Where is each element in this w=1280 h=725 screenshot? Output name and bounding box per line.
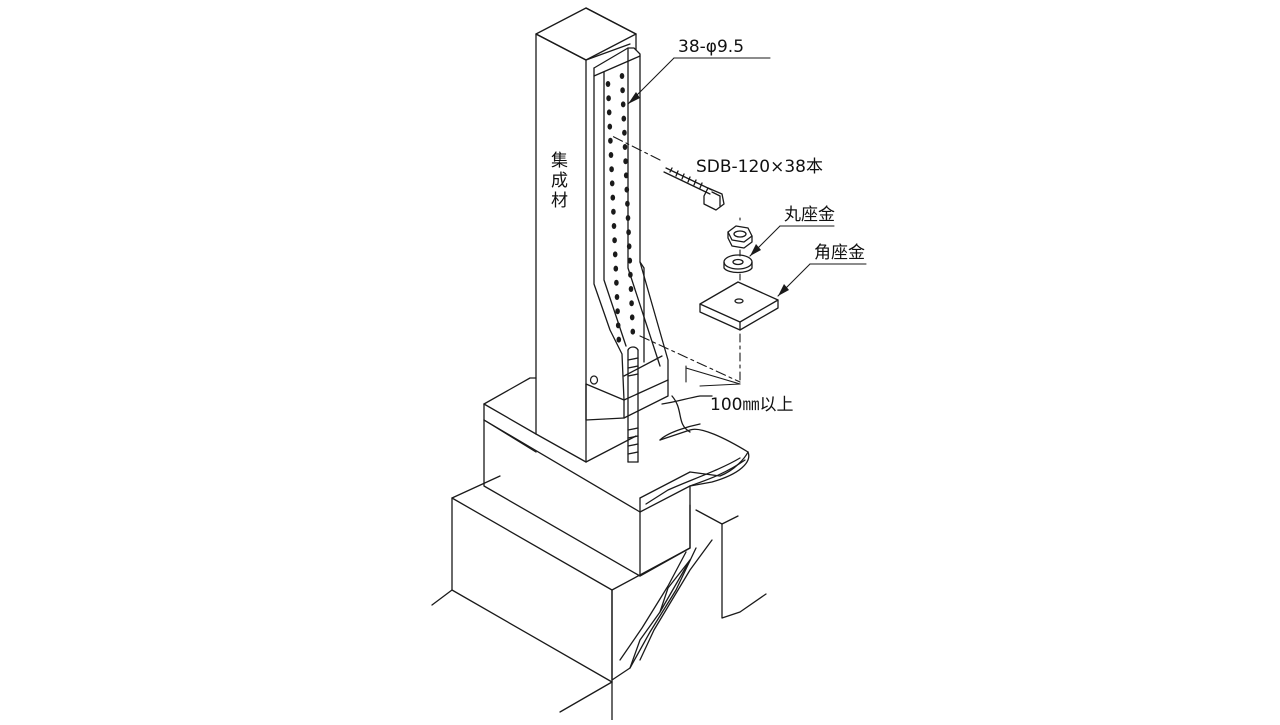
anchor-bolt	[627, 346, 639, 463]
dimension-lines	[611, 135, 741, 387]
bracket-hole	[624, 186, 630, 193]
round-washer-label: 丸座金	[784, 205, 835, 225]
bracket-hole	[629, 300, 634, 307]
bracket-hole	[628, 286, 634, 292]
bracket-hole	[622, 129, 627, 136]
bracket-pin-hole	[589, 375, 599, 385]
column-label-char-3: 材	[551, 191, 568, 211]
bracket-hole	[606, 95, 611, 102]
bracket-hole	[630, 328, 636, 335]
screw-spec-label: SDB-120×38本	[696, 157, 823, 177]
bracket-hole	[619, 73, 625, 79]
bracket-hole	[625, 215, 631, 221]
bracket-hole	[623, 172, 629, 179]
bracket-hole	[616, 336, 622, 343]
column-label-char-1: 集	[551, 151, 568, 171]
bracket-hole	[626, 243, 632, 250]
bracket-hole	[615, 308, 620, 315]
bracket-hole	[608, 152, 614, 158]
bracket-hole	[615, 322, 621, 329]
bracket-hole	[629, 314, 635, 321]
bracket-hole	[607, 123, 613, 130]
round-washer	[723, 254, 753, 274]
bracket-hole	[620, 87, 625, 94]
bracket-hole	[620, 101, 626, 108]
bracket-hole	[611, 223, 617, 229]
bracket-hole	[626, 229, 631, 236]
bracket-hole	[613, 265, 619, 272]
bracket-hole	[609, 166, 614, 173]
bracket-hole	[628, 271, 633, 278]
bracket-hole	[621, 115, 627, 122]
bracket-hole	[623, 158, 628, 165]
bracket-hole	[622, 144, 628, 150]
square-washer	[699, 281, 779, 331]
bracket-hole	[627, 257, 633, 264]
edge-distance-label: 100㎜以上	[710, 395, 793, 415]
bracket-hole	[612, 251, 618, 258]
bracket-hole	[625, 200, 630, 207]
square-washer-label: 角座金	[814, 243, 865, 263]
bracket-hole	[609, 180, 615, 187]
bracket-holes	[605, 73, 636, 343]
arrowheads	[628, 92, 789, 296]
bracket-hole	[614, 279, 619, 286]
bracket-hole	[611, 208, 616, 215]
bracket-hole	[605, 81, 611, 87]
sill-beam	[483, 377, 750, 577]
sdb-screw	[663, 167, 725, 211]
foundation-block	[431, 475, 767, 721]
bracket-hole	[612, 237, 617, 244]
hex-nut	[727, 225, 753, 249]
hold-down-bracket	[585, 47, 669, 421]
column-label-char-2: 成	[551, 171, 568, 191]
bracket-hole	[610, 194, 616, 201]
bracket-hole	[614, 294, 620, 300]
bracket-hole	[608, 137, 613, 144]
bracket-hole	[606, 109, 612, 116]
hole-spec-label: 38-φ9.5	[678, 37, 744, 57]
